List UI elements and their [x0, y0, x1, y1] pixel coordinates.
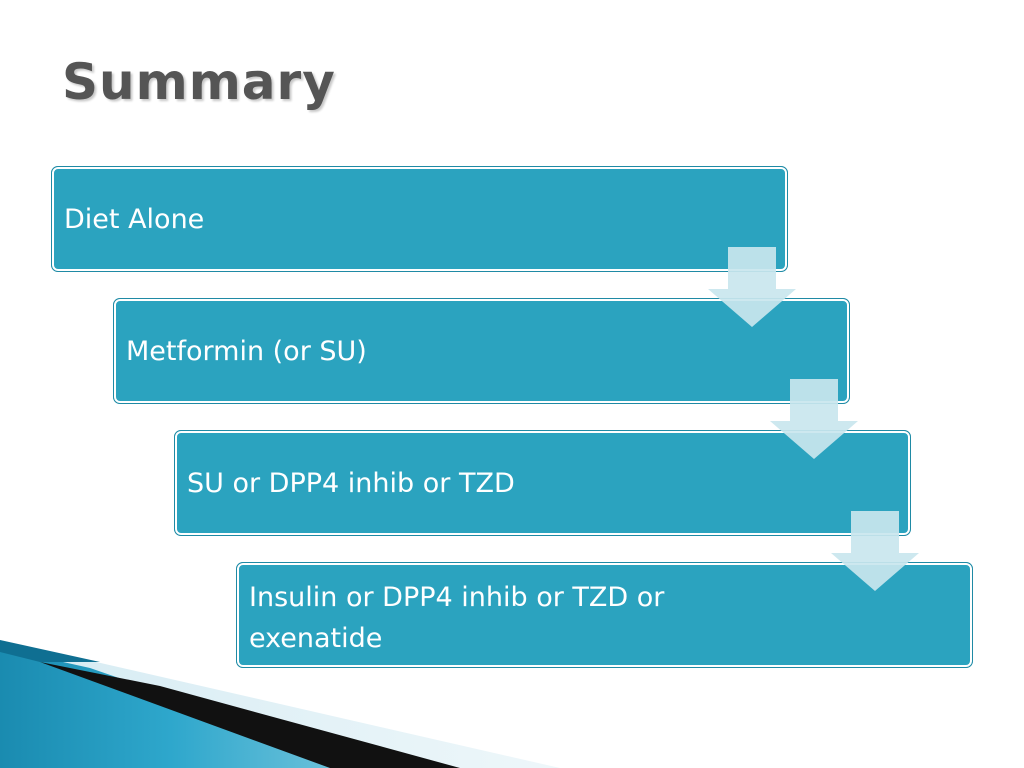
slide-title: Summary	[62, 53, 336, 111]
step-label: Insulin or DPP4 inhib or TZD or exenatid…	[249, 582, 665, 654]
step-label: SU or DPP4 inhib or TZD	[187, 467, 515, 499]
step-box-insulin[interactable]: Insulin or DPP4 inhib or TZD or exenatid…	[236, 562, 973, 668]
swoosh-decoration	[0, 640, 560, 768]
down-arrow-icon	[770, 379, 858, 459]
step-label: Metformin (or SU)	[126, 335, 367, 367]
step-box-diet[interactable]: Diet Alone	[51, 166, 788, 272]
step-box-metformin[interactable]: Metformin (or SU)	[113, 298, 850, 404]
down-arrow-icon	[831, 511, 919, 591]
down-arrow-icon	[708, 247, 796, 327]
step-box-su-dpp4-tzd[interactable]: SU or DPP4 inhib or TZD	[174, 430, 911, 536]
step-label: Diet Alone	[64, 203, 205, 235]
